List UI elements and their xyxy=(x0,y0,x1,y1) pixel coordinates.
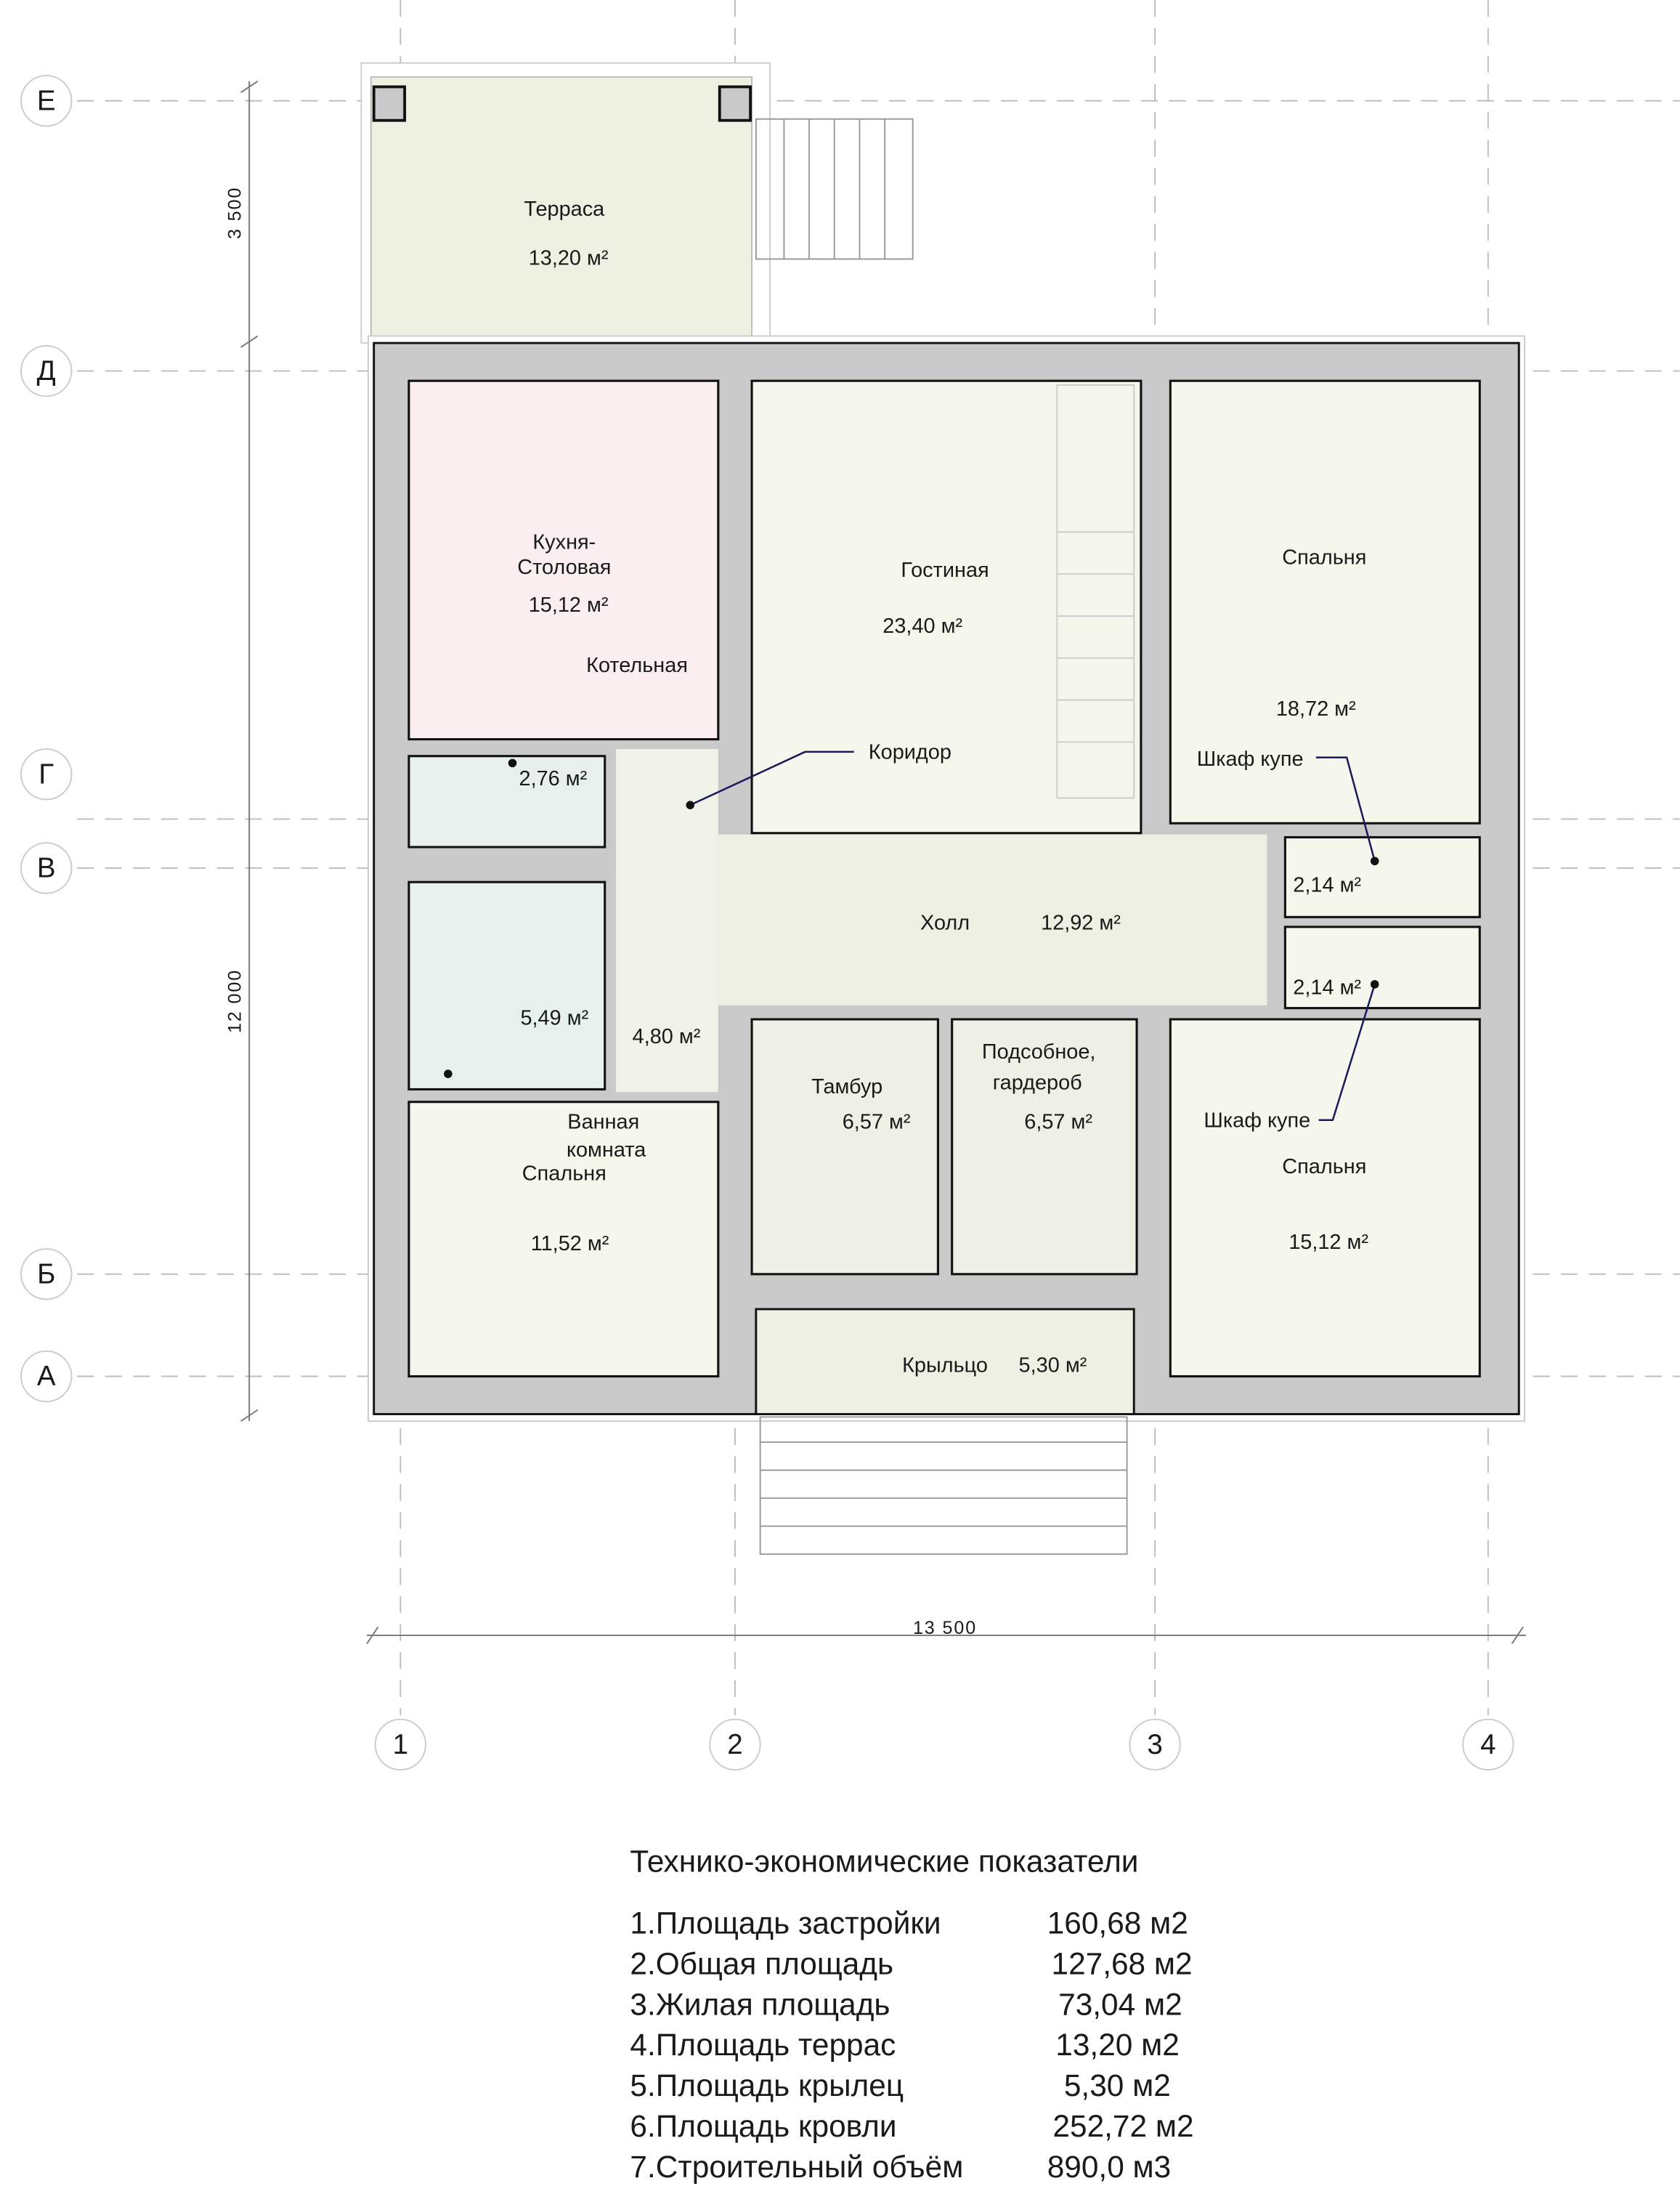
dim-house-depth: 12 000 xyxy=(225,969,245,1033)
corridor-name: Коридор xyxy=(869,741,951,764)
closet-2-area: 2,14 м² xyxy=(1293,976,1361,999)
living-name: Гостиная xyxy=(901,559,989,582)
porch xyxy=(755,1308,1135,1415)
tambur-name: Тамбур xyxy=(811,1075,882,1098)
axis-label-A: А xyxy=(37,1361,56,1392)
room-tambur xyxy=(750,1018,939,1276)
bedroom-br-area: 15,12 м² xyxy=(1289,1231,1368,1254)
dim-house-width: 13 500 xyxy=(913,1618,977,1638)
room-bedroom-bottom-right xyxy=(1169,1018,1481,1378)
tech-economic-table: Технико-экономические показатели 1.Площа… xyxy=(630,1845,1193,2184)
axis-label-B: Б xyxy=(37,1258,55,1290)
axis-label-E: Е xyxy=(37,85,56,116)
bedroom-tr-name: Спальня xyxy=(1282,546,1366,570)
room-boiler xyxy=(407,755,606,849)
axis-row-markers xyxy=(20,75,1514,1771)
bedroom-bl-area: 11,52 м² xyxy=(531,1232,609,1255)
closet-1-name: Шкаф купе xyxy=(1197,748,1304,771)
living-area: 23,40 м² xyxy=(882,615,962,638)
boiler-name: Котельная xyxy=(586,654,688,677)
hall-area: 12,92 м² xyxy=(1041,912,1121,935)
terrace-area: 13,20 м² xyxy=(529,246,609,270)
interior-stairs xyxy=(1056,384,1135,799)
axis-label-D: Д xyxy=(37,355,56,386)
table-row-label: 1.Площадь застройки xyxy=(630,1906,941,1940)
terrace xyxy=(370,76,753,344)
room-closet-2 xyxy=(1283,926,1481,1010)
terrace-stairs xyxy=(755,118,914,260)
table-row-label: 6.Площадь кровли xyxy=(630,2109,896,2143)
porch-name: Крыльцо xyxy=(902,1354,988,1377)
axis-label-4: 4 xyxy=(1480,1729,1496,1760)
axis-label-2: 2 xyxy=(727,1729,742,1760)
bath-area: 5,49 м² xyxy=(520,1007,588,1030)
room-bathroom xyxy=(407,881,606,1090)
room-utility xyxy=(951,1018,1138,1276)
porch-area: 5,30 м² xyxy=(1019,1354,1087,1377)
dimension-lines xyxy=(240,80,1526,1645)
room-kitchen xyxy=(407,379,720,741)
bath-name: Ванная xyxy=(567,1110,639,1133)
room-closet-1 xyxy=(1283,835,1481,918)
kitchen-area: 15,12 м² xyxy=(529,594,609,617)
axis-label-1: 1 xyxy=(393,1729,408,1760)
axis-label-3: 3 xyxy=(1147,1729,1162,1760)
closet-2-name: Шкаф купе xyxy=(1204,1109,1310,1132)
table-row-value: 127,68 м2 xyxy=(1052,1946,1193,1980)
bath-name-2: комната xyxy=(567,1138,646,1162)
bedroom-br-name: Спальня xyxy=(1282,1155,1366,1178)
porch-stairs xyxy=(759,1416,1128,1555)
bedroom-bl-name: Спальня xyxy=(522,1162,606,1186)
table-row-value: 13,20 м2 xyxy=(1055,2028,1180,2062)
axis-label-G: Г xyxy=(38,758,54,790)
room-bedroom-bottom-left xyxy=(407,1101,720,1378)
corridor-area: 4,80 м² xyxy=(633,1025,701,1048)
table-title: Технико-экономические показатели xyxy=(630,1845,1138,1879)
kitchen-name: Кухня- xyxy=(532,530,596,554)
table-row-label: 3.Жилая площадь xyxy=(630,1987,890,2021)
boiler-area: 2,76 м² xyxy=(519,767,588,790)
room-corridor xyxy=(616,749,718,1093)
table-row-label: 4.Площадь террас xyxy=(630,2028,896,2062)
table-row-value: 73,04 м2 xyxy=(1058,1987,1182,2021)
utility-area: 6,57 м² xyxy=(1024,1110,1092,1133)
room-living xyxy=(750,379,1143,835)
utility-name-2: гардероб xyxy=(993,1071,1082,1094)
room-bedroom-top-right xyxy=(1169,379,1481,825)
table-row-label: 7.Строительный объём xyxy=(630,2150,963,2184)
utility-name: Подсобное, xyxy=(982,1040,1096,1064)
dim-terrace-depth: 3 500 xyxy=(225,187,245,239)
table-row-value: 160,68 м2 xyxy=(1047,1906,1188,1940)
table-row-value: 5,30 м2 xyxy=(1064,2068,1171,2102)
bedroom-tr-area: 18,72 м² xyxy=(1276,697,1356,721)
table-row-label: 2.Общая площадь xyxy=(630,1946,893,1980)
table-row-value: 252,72 м2 xyxy=(1052,2109,1193,2143)
hall-name: Холл xyxy=(920,912,970,935)
terrace-name: Терраса xyxy=(524,198,605,221)
table-row-value: 890,0 м3 xyxy=(1047,2150,1172,2184)
table-row-label: 5.Площадь крылец xyxy=(630,2068,904,2102)
axis-label-V: В xyxy=(37,852,56,883)
leader-dots xyxy=(444,758,1379,1078)
closet-1-area: 2,14 м² xyxy=(1293,874,1361,897)
terrace-column xyxy=(718,85,752,122)
leader-lines xyxy=(689,750,1376,1122)
terrace-column xyxy=(372,85,407,122)
room-hall xyxy=(718,834,1267,1005)
tambur-area: 6,57 м² xyxy=(843,1110,911,1133)
kitchen-name-2: Столовая xyxy=(517,556,611,579)
